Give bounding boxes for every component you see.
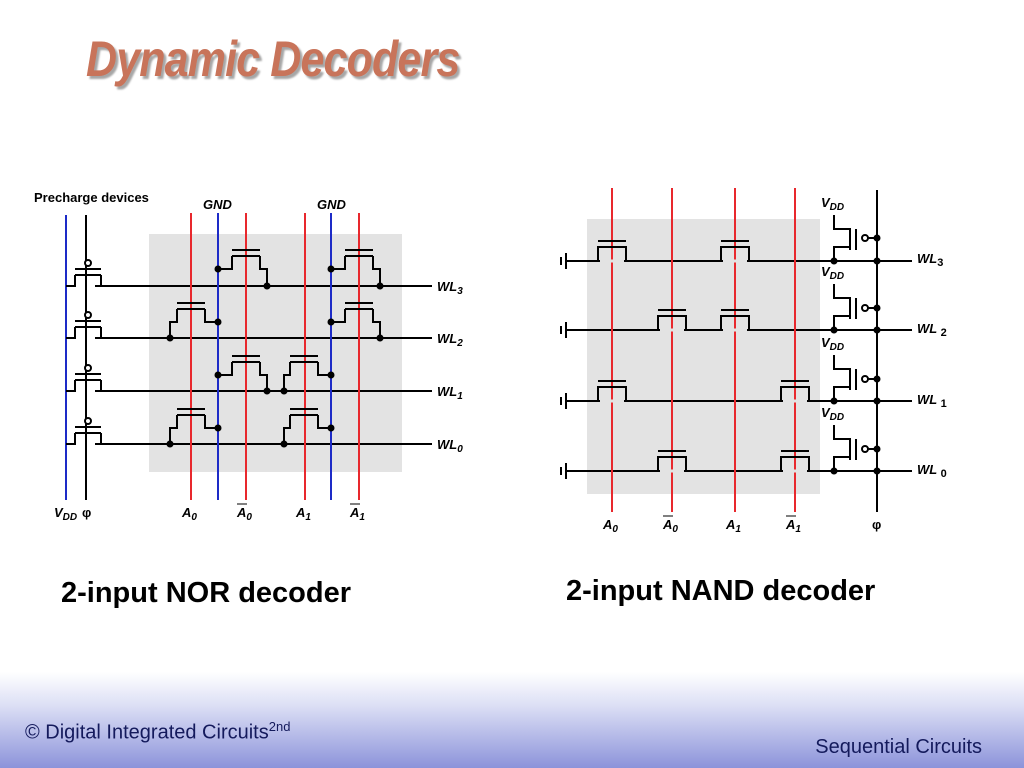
- nor-pulldown-nmos: [169, 249, 381, 444]
- nand-vdd-label-2: VDD: [821, 264, 844, 282]
- nor-precharge-label: Precharge devices: [34, 190, 149, 205]
- nor-a1-label: A1: [295, 505, 311, 523]
- nor-decoder: Precharge devices GND GND WL3 WL2 WL1 WL…: [34, 190, 463, 523]
- nor-bottom-labels: VDD φ A0 A0 A1 A1: [54, 503, 365, 523]
- nor-wl1-label: WL1: [437, 384, 463, 402]
- nand-caption: 2-input NAND decoder: [566, 575, 876, 607]
- footer-copyright: © Digital Integrated Circuits2nd: [25, 719, 290, 745]
- nor-a0bar-label: A0: [236, 505, 252, 523]
- nand-a0-label: A0: [602, 517, 618, 535]
- nor-caption: 2-input NOR decoder: [61, 577, 352, 609]
- nor-wl-labels: WL3 WL2 WL1 WL0: [437, 279, 463, 455]
- nor-junction-dots: [166, 265, 384, 448]
- edition-superscript: 2nd: [268, 719, 291, 734]
- nor-precharge-pmos: [66, 259, 102, 445]
- nand-wl-labels: WL3 WL 2 WL 1 WL 0: [917, 251, 947, 480]
- nand-bottom-labels: A0 A0 A1 A1 φ: [602, 515, 881, 535]
- footer-section-title: Sequential Circuits: [815, 736, 982, 758]
- nor-phi-label: φ: [82, 505, 91, 520]
- nand-vdd-label-4: VDD: [821, 405, 844, 423]
- nor-a1bar-label: A1: [349, 505, 365, 523]
- nand-a1bar-label: A1: [785, 517, 801, 535]
- nand-junction-dots: [830, 234, 881, 475]
- nor-vdd-label: VDD: [54, 505, 77, 523]
- nor-wl3-label: WL3: [437, 279, 463, 297]
- nand-phi-label: φ: [872, 517, 881, 532]
- nand-a0bar-label: A0: [662, 517, 678, 535]
- nor-gnd-label-2: GND: [317, 197, 347, 212]
- nand-wl1-label: WL 1: [917, 392, 947, 410]
- nand-gray-panel: [587, 219, 820, 494]
- nand-wl2-label: WL 2: [917, 321, 947, 339]
- nor-gnd-label-1: GND: [203, 197, 233, 212]
- nor-wl2-label: WL2: [437, 331, 463, 349]
- copyright-text: © Digital Integrated Circuits: [25, 721, 269, 744]
- nand-a1-label: A1: [725, 517, 741, 535]
- nor-gray-panel: [149, 234, 402, 472]
- nand-vdd-label-3: VDD: [821, 335, 844, 353]
- nor-wl0-label: WL0: [437, 437, 463, 455]
- slide-title: Dynamic Decoders: [86, 31, 460, 87]
- footer-band: [0, 672, 1024, 768]
- nand-decoder: VDD VDD VDD VDD WL3 WL 2 WL 1 WL 0 A0 A0…: [560, 188, 947, 535]
- nand-wl0-label: WL 0: [917, 462, 947, 480]
- nand-vdd-label-1: VDD: [821, 195, 844, 213]
- nand-wl3-label: WL3: [917, 251, 943, 269]
- nand-ground-symbols: [560, 253, 574, 479]
- nand-series-nmos: [597, 240, 810, 471]
- nor-a0-label: A0: [181, 505, 197, 523]
